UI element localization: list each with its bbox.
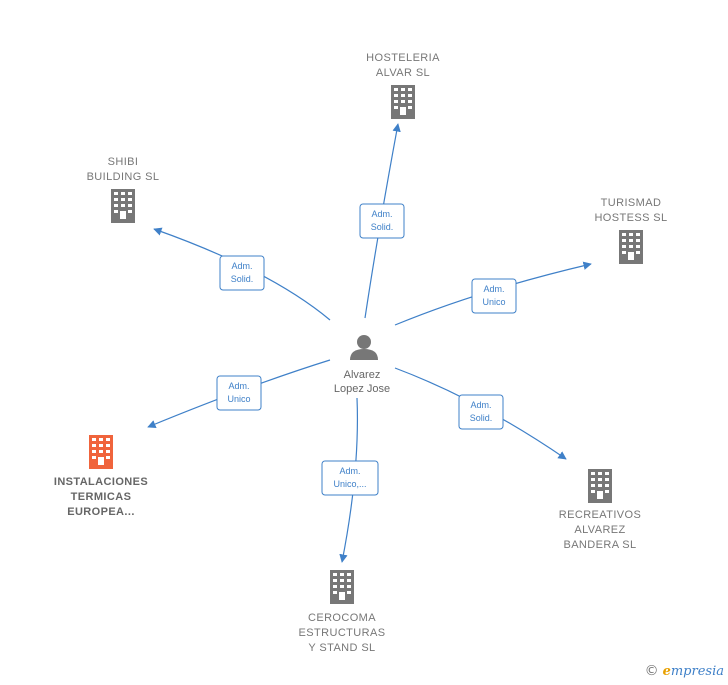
edge-label-instalaciones[interactable]: Adm. Unico [216, 375, 262, 411]
company-name-line-1: CEROCOMA [308, 612, 376, 624]
company-name-line-3: EUROPEA... [67, 506, 135, 518]
edge-label-turismad[interactable]: Adm. Unico [471, 278, 517, 314]
company-node-recreativos[interactable]: RECREATIVOS ALVAREZ BANDERA SL [559, 469, 641, 551]
center-person[interactable]: Alvarez Lopez Jose [334, 335, 390, 395]
building-icon [619, 230, 643, 264]
company-name-line-1: INSTALACIONES [54, 476, 148, 488]
company-name-line-3: Y STAND SL [308, 642, 375, 654]
center-name-line-2: Lopez Jose [334, 383, 390, 395]
edge-label-line-2: Solid. [371, 222, 394, 232]
building-icon [391, 85, 415, 119]
company-node-hosteleria[interactable]: HOSTELERIA ALVAR SL [366, 52, 440, 119]
edge-label-box [219, 255, 265, 291]
center-name-line-1: Alvarez [344, 369, 381, 381]
edge-label-line-1: Adm. [339, 466, 360, 476]
company-node-shibi[interactable]: SHIBI BUILDING SL [87, 156, 160, 223]
company-name-line-1: RECREATIVOS [559, 509, 641, 521]
company-name-line-2: ALVAR SL [376, 67, 430, 79]
edge-label-line-2: Unico [227, 394, 250, 404]
edge-label-box [471, 278, 517, 314]
edge-label-hosteleria[interactable]: Adm. Solid. [359, 203, 405, 239]
company-name-line-1: SHIBI [108, 156, 139, 168]
edge-label-box [321, 460, 379, 496]
company-name-line-2: TERMICAS [71, 491, 132, 503]
edge-label-shibi[interactable]: Adm. Solid. [219, 255, 265, 291]
brand-logo[interactable]: empresia [662, 663, 724, 679]
edge-label-line-1: Adm. [231, 261, 252, 271]
company-name-line-2: HOSTESS SL [594, 212, 667, 224]
edge-label-box [359, 203, 405, 239]
building-icon [111, 189, 135, 223]
edge-label-line-1: Adm. [371, 209, 392, 219]
edge-label-line-1: Adm. [470, 400, 491, 410]
company-name-line-2: BUILDING SL [87, 171, 160, 183]
edge-label-line-2: Unico [482, 297, 505, 307]
edge-label-recreativos[interactable]: Adm. Solid. [458, 394, 504, 430]
edge-label-line-1: Adm. [483, 284, 504, 294]
company-node-instalaciones[interactable]: INSTALACIONES TERMICAS EUROPEA... [54, 435, 148, 518]
edge-label-line-1: Adm. [228, 381, 249, 391]
edge-label-box [458, 394, 504, 430]
edge-label-box [216, 375, 262, 411]
edge-label-line-2: Unico,... [333, 479, 366, 489]
building-icon [588, 469, 612, 503]
company-name-line-2: ESTRUCTURAS [299, 627, 386, 639]
building-icon [330, 570, 354, 604]
edge-label-line-2: Solid. [231, 274, 254, 284]
company-name-line-2: ALVAREZ [574, 524, 625, 536]
company-name-line-3: BANDERA SL [563, 539, 636, 551]
copyright-symbol: © [644, 663, 659, 679]
edge-label-cerocoma[interactable]: Adm. Unico,... [321, 460, 379, 496]
building-icon [89, 435, 113, 469]
edge-label-line-2: Solid. [470, 413, 493, 423]
company-name-line-1: HOSTELERIA [366, 52, 440, 64]
person-icon [350, 335, 378, 360]
company-name-line-1: TURISMAD [601, 197, 662, 209]
footer-brand: © empresia [645, 663, 724, 679]
company-node-turismad[interactable]: TURISMAD HOSTESS SL [594, 197, 667, 264]
company-node-cerocoma[interactable]: CEROCOMA ESTRUCTURAS Y STAND SL [299, 570, 386, 654]
